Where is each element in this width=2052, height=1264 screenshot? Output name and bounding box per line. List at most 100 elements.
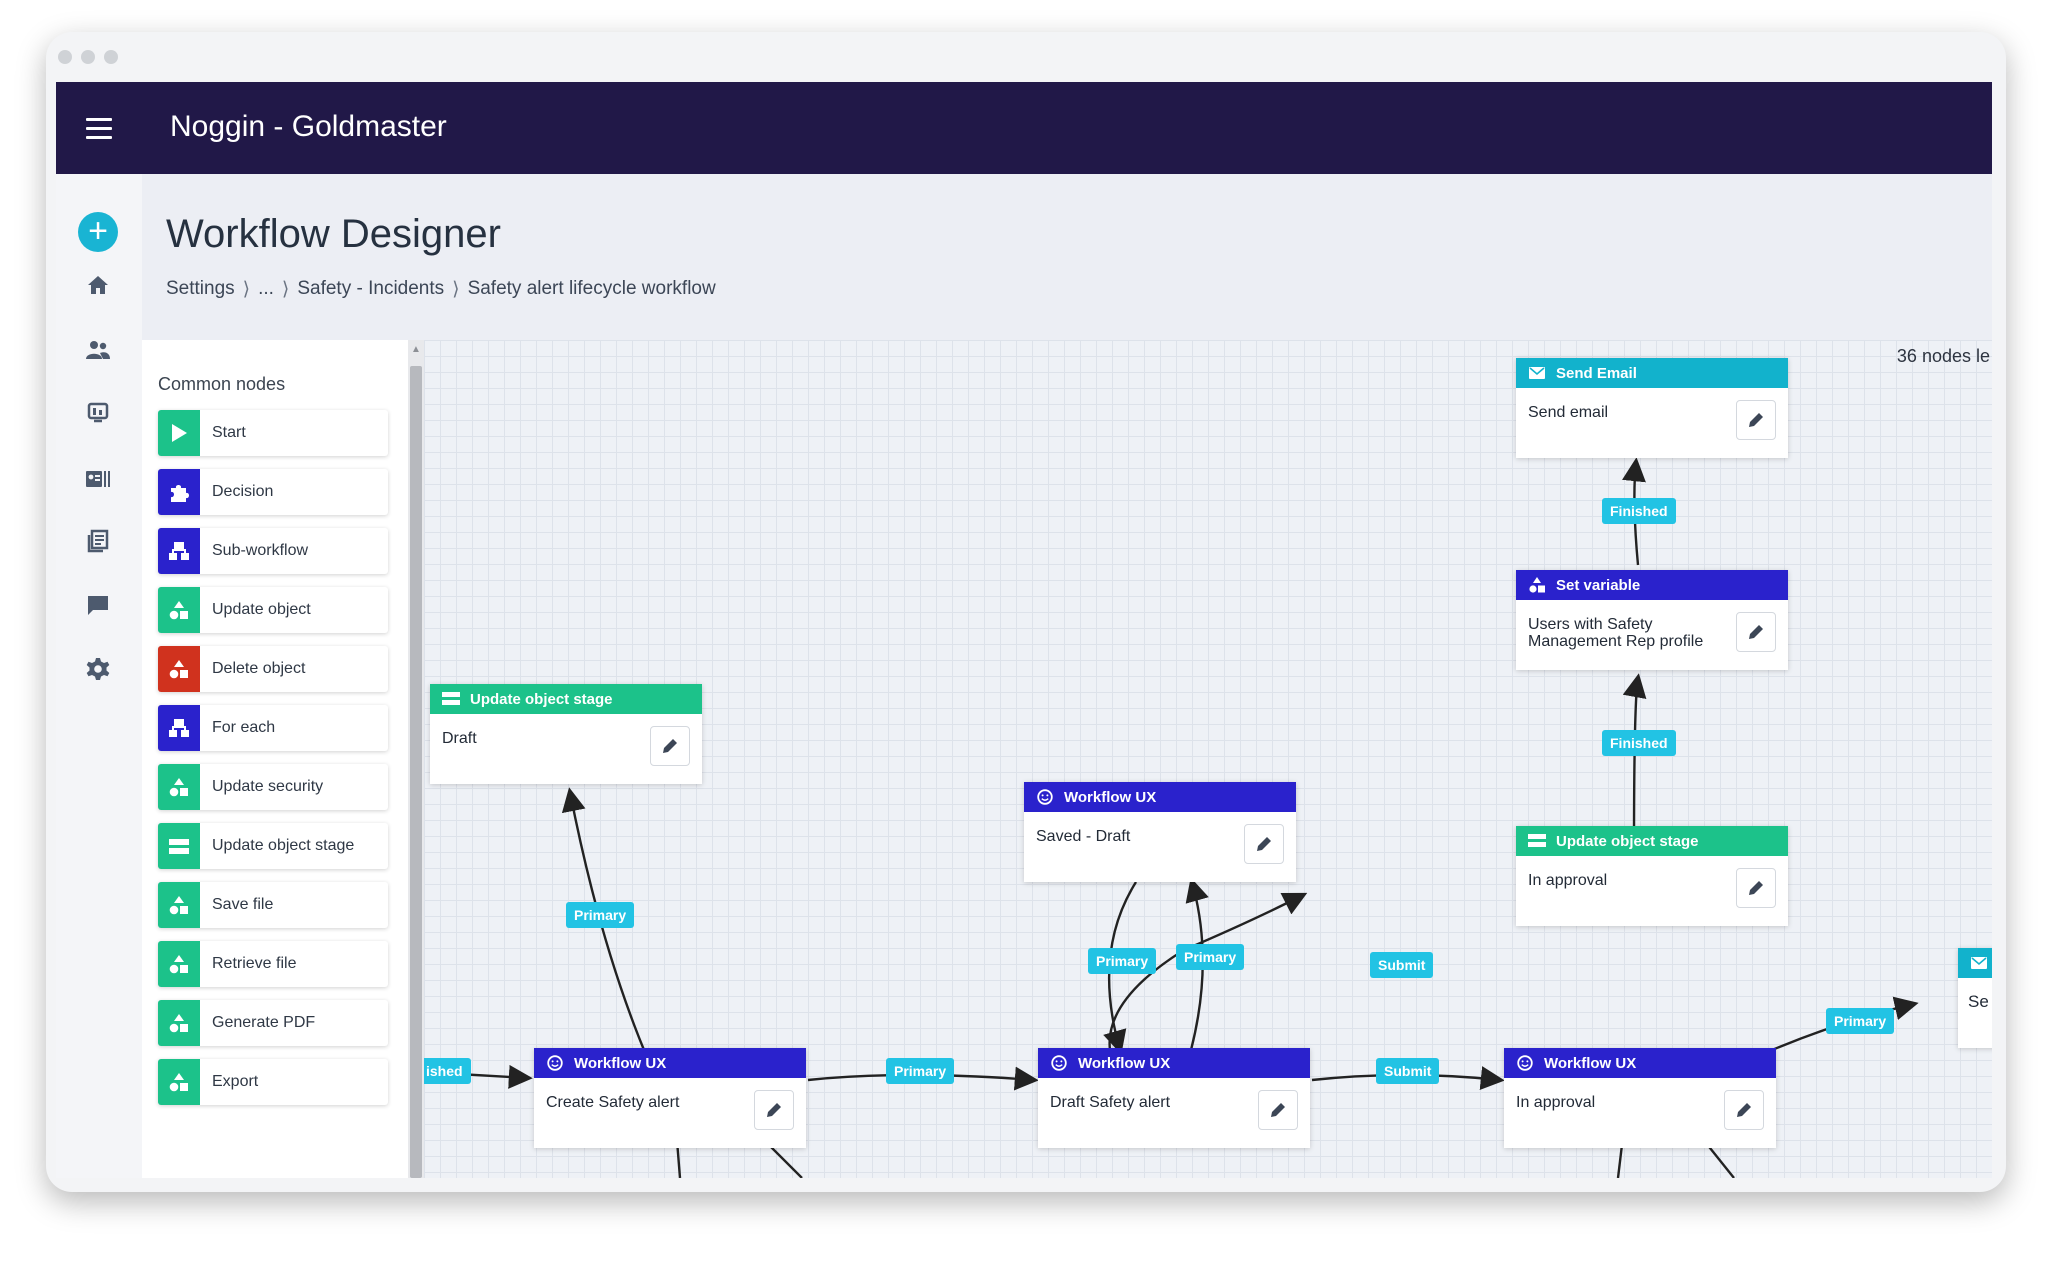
puzzle-icon bbox=[158, 469, 200, 515]
node-type: Workflow UX bbox=[574, 1054, 667, 1072]
workflow-node-partial[interactable]: Se bbox=[1958, 948, 1992, 1048]
edit-node-button[interactable] bbox=[1244, 824, 1284, 864]
edge-label[interactable]: Finished bbox=[1602, 498, 1676, 524]
palette-item[interactable]: Export bbox=[158, 1059, 388, 1105]
breadcrumb-separator: ⟩ bbox=[242, 279, 251, 300]
palette-item-label: Delete object bbox=[212, 660, 306, 677]
palette-item-label: Save file bbox=[212, 896, 274, 913]
add-button[interactable]: + bbox=[78, 212, 118, 252]
library-icon[interactable] bbox=[80, 528, 116, 564]
workflow-node-draft-safety-alert[interactable]: Workflow UX Draft Safety alert bbox=[1038, 1048, 1310, 1148]
palette-item[interactable]: Retrieve file bbox=[158, 941, 388, 987]
edge-label[interactable]: Primary bbox=[566, 902, 635, 928]
palette-item[interactable]: Delete object bbox=[158, 646, 388, 692]
node-description: In approval bbox=[1516, 1094, 1596, 1111]
left-rail: + bbox=[56, 174, 142, 1178]
edit-node-button[interactable] bbox=[1736, 400, 1776, 440]
edge-label[interactable]: Primary bbox=[886, 1058, 955, 1084]
node-type: Workflow UX bbox=[1064, 788, 1157, 806]
pencil-icon bbox=[1257, 837, 1271, 851]
palette-item[interactable]: Update security bbox=[158, 764, 388, 810]
palette-scrollbar[interactable]: ▲ bbox=[408, 340, 424, 1178]
edge-label[interactable]: Primary bbox=[1176, 944, 1245, 970]
node-description: In approval bbox=[1528, 872, 1608, 889]
palette-item-label: For each bbox=[212, 719, 276, 736]
edge-label[interactable]: ished bbox=[424, 1058, 471, 1084]
edge-label[interactable]: Submit bbox=[1370, 952, 1434, 978]
workflow-node-update-stage-draft[interactable]: Update object stage Draft bbox=[430, 684, 702, 784]
edit-node-button[interactable] bbox=[650, 726, 690, 766]
palette-item[interactable]: For each bbox=[158, 705, 388, 751]
users-icon[interactable] bbox=[80, 336, 116, 372]
page-title: Workflow Designer bbox=[166, 212, 501, 256]
shapes-icon bbox=[158, 587, 200, 633]
edge bbox=[561, 787, 646, 1051]
scroll-up-icon[interactable]: ▲ bbox=[411, 344, 421, 355]
contact-card-icon[interactable] bbox=[80, 464, 116, 500]
edge-label[interactable]: Submit bbox=[1376, 1058, 1440, 1084]
stage-icon bbox=[1526, 832, 1548, 850]
breadcrumb-item[interactable]: Safety - Incidents bbox=[297, 278, 445, 299]
workflow-node-create-safety-alert[interactable]: Workflow UX Create Safety alert bbox=[534, 1048, 806, 1148]
scroll-thumb[interactable] bbox=[410, 366, 422, 1178]
node-header: Workflow UX bbox=[1024, 782, 1296, 812]
palette-item-label: Start bbox=[212, 424, 246, 441]
palette-item[interactable]: Sub-workflow bbox=[158, 528, 388, 574]
palette-item[interactable]: Generate PDF bbox=[158, 1000, 388, 1046]
chat-icon[interactable] bbox=[80, 592, 116, 628]
play-icon bbox=[158, 410, 200, 456]
window-dot[interactable] bbox=[104, 50, 118, 64]
edge-label[interactable]: Primary bbox=[1088, 948, 1157, 974]
dashboard-icon[interactable] bbox=[80, 400, 116, 436]
pencil-icon bbox=[767, 1103, 781, 1117]
breadcrumb-item[interactable]: ... bbox=[258, 278, 274, 299]
palette-item[interactable]: Decision bbox=[158, 469, 388, 515]
smiley-icon bbox=[1048, 1054, 1070, 1072]
gear-icon[interactable] bbox=[80, 656, 116, 692]
breadcrumb-item[interactable]: Settings bbox=[166, 278, 235, 299]
node-type: Send Email bbox=[1556, 364, 1637, 382]
palette-item[interactable]: Save file bbox=[158, 882, 388, 928]
palette-item[interactable]: Start bbox=[158, 410, 388, 456]
node-description: Users with Safety Management Rep profile bbox=[1528, 616, 1704, 650]
menu-icon[interactable] bbox=[86, 118, 112, 139]
edit-node-button[interactable] bbox=[754, 1090, 794, 1130]
node-header: Set variable bbox=[1516, 570, 1788, 600]
workflow-node-in-approval[interactable]: Workflow UX In approval bbox=[1504, 1048, 1776, 1148]
window-dot[interactable] bbox=[58, 50, 72, 64]
window-controls bbox=[58, 50, 118, 64]
edge-label[interactable]: Finished bbox=[1602, 730, 1676, 756]
node-description: Draft bbox=[442, 730, 477, 747]
workflow-node-saved-draft[interactable]: Workflow UX Saved - Draft bbox=[1024, 782, 1296, 882]
node-type: Update object stage bbox=[470, 690, 613, 708]
node-header: Workflow UX bbox=[534, 1048, 806, 1078]
home-icon[interactable] bbox=[80, 272, 116, 308]
shapes-icon bbox=[158, 1000, 200, 1046]
edit-node-button[interactable] bbox=[1736, 868, 1776, 908]
sub-workflow-icon bbox=[158, 528, 200, 574]
edit-node-button[interactable] bbox=[1736, 612, 1776, 652]
workflow-node-send-email[interactable]: Send Email Send email bbox=[1516, 358, 1788, 458]
workflow-node-set-variable[interactable]: Set variable Users with Safety Managemen… bbox=[1516, 570, 1788, 670]
sub-workflow-icon bbox=[158, 705, 200, 751]
edge-label[interactable]: Primary bbox=[1826, 1008, 1895, 1034]
edit-node-button[interactable] bbox=[1258, 1090, 1298, 1130]
window-dot[interactable] bbox=[81, 50, 95, 64]
browser-window: Noggin - Goldmaster + bbox=[46, 32, 2006, 1192]
node-header bbox=[1958, 948, 1992, 978]
palette-item[interactable]: Update object stage bbox=[158, 823, 388, 869]
shapes-icon bbox=[158, 941, 200, 987]
stage-icon bbox=[158, 823, 200, 869]
edit-node-button[interactable] bbox=[1724, 1090, 1764, 1130]
palette-item[interactable]: Update object bbox=[158, 587, 388, 633]
pencil-icon bbox=[1749, 413, 1763, 427]
node-header: Update object stage bbox=[1516, 826, 1788, 856]
workflow-node-update-stage-in-approval[interactable]: Update object stage In approval bbox=[1516, 826, 1788, 926]
palette-item-label: Update object stage bbox=[212, 837, 355, 854]
palette-item-label: Export bbox=[212, 1073, 259, 1090]
email-icon bbox=[1526, 364, 1548, 382]
breadcrumb-item: Safety alert lifecycle workflow bbox=[467, 278, 716, 299]
palette-title: Common nodes bbox=[158, 374, 286, 394]
workflow-canvas[interactable]: 36 nodes le bbox=[424, 340, 1992, 1178]
